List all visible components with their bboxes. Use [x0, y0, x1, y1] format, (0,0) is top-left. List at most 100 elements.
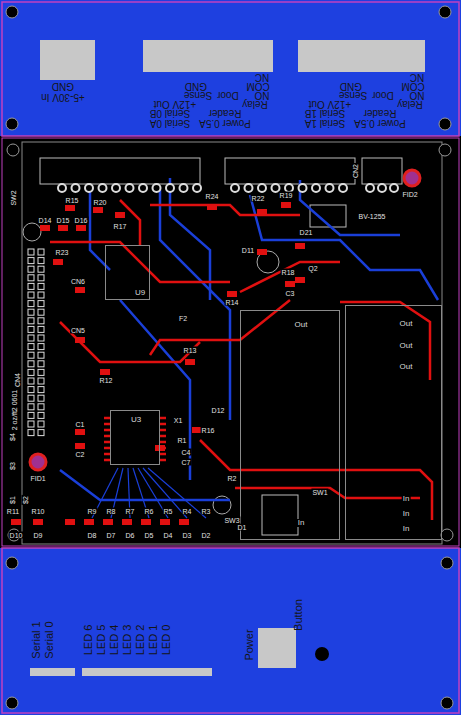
smd-pad [65, 205, 75, 211]
header-pin [38, 283, 44, 289]
header-pin [28, 404, 34, 410]
serial-window [30, 668, 75, 676]
smd-pad [103, 519, 113, 525]
panel-label: LED 2 [135, 624, 146, 657]
header-pin [28, 412, 34, 418]
trace [150, 205, 300, 215]
header-pin [28, 249, 34, 255]
through-hole-pad [245, 184, 253, 192]
pcb-edge [22, 142, 442, 544]
header-pin [28, 266, 34, 272]
silk-label: R7 [125, 508, 136, 515]
trace [250, 195, 438, 300]
through-hole-pad [139, 184, 147, 192]
smd-pad [257, 249, 267, 255]
silk-label: D14 [38, 217, 53, 224]
header-pin [28, 335, 34, 341]
silk-label: FID2 [401, 191, 418, 198]
bottom-panel [0, 548, 461, 715]
silk-label: R9 [87, 508, 98, 515]
silk-label: Out [399, 363, 414, 371]
silk-label: C7 [181, 459, 192, 466]
header-pin [38, 344, 44, 350]
board-outline [2, 138, 459, 546]
silk-label: FID1 [29, 475, 46, 482]
header-pin [38, 335, 44, 341]
ic-pin [160, 435, 166, 438]
silk-label: In [402, 510, 411, 518]
led-window [82, 668, 212, 676]
silk-label: R12 [99, 377, 114, 384]
through-hole-pad [312, 184, 320, 192]
panel-label: Door [371, 90, 395, 100]
silk-label: $4 [9, 432, 16, 442]
silk-label: R4 [182, 508, 193, 515]
silk-label: SW3 [223, 517, 240, 524]
silk-label: U9 [134, 289, 146, 297]
header-pin [28, 292, 34, 298]
panel-label: COM [245, 81, 270, 91]
header-pin [28, 318, 34, 324]
through-hole-pad [99, 184, 107, 192]
header-pin [38, 430, 44, 436]
corner-hole [441, 529, 453, 541]
silk-label: SW1 [311, 489, 328, 496]
silk-label: R15 [65, 197, 80, 204]
silk-label: U3 [130, 416, 142, 424]
smd-pad [122, 519, 132, 525]
silk-label: Out [399, 342, 414, 350]
smd-pad [75, 337, 85, 343]
silk-label: R19 [279, 192, 294, 199]
header-pin [28, 283, 34, 289]
header-pin [28, 309, 34, 315]
silk-label: R13 [183, 347, 198, 354]
corner-hole [7, 144, 19, 156]
ic-pin [160, 453, 166, 456]
header-pin [28, 421, 34, 427]
panel-label: COM [400, 81, 425, 91]
smd-pad [295, 243, 305, 249]
silk-label: D16 [74, 217, 89, 224]
switch-outline [262, 495, 298, 535]
header-pin [38, 352, 44, 358]
silk-label: C3 [285, 290, 296, 297]
ic-pin [160, 441, 166, 444]
silk-label: Q2 [307, 265, 318, 272]
smd-pad [76, 225, 86, 231]
silk-label: R22 [251, 195, 266, 202]
panel-label: LED 6 [83, 624, 94, 657]
through-hole-pad [193, 184, 201, 192]
silk-label: Out [399, 320, 414, 328]
smd-pad [160, 519, 170, 525]
silk-label: Out [294, 321, 309, 329]
smd-pad [141, 519, 151, 525]
through-hole-pad [231, 184, 239, 192]
trace [60, 470, 230, 500]
silk-label: D5 [144, 532, 155, 539]
panel-label: NO [254, 90, 271, 100]
panel-label: Serial 0 [44, 620, 55, 659]
panel-label: +12V Out [308, 99, 353, 109]
smd-pad [75, 287, 85, 293]
header-pin [38, 378, 44, 384]
panel-label: Power [244, 628, 255, 661]
silk-label: D11 [241, 247, 255, 254]
trace [160, 190, 230, 420]
through-hole-pad [112, 184, 120, 192]
smd-pad [155, 445, 165, 451]
through-hole-pad [366, 184, 374, 192]
silk-label: In [297, 519, 306, 527]
header-pin [38, 292, 44, 298]
silk-label: In [402, 525, 411, 533]
trace [150, 300, 290, 355]
header-pin [28, 369, 34, 375]
top-traces [50, 200, 432, 520]
smd-pad [285, 281, 295, 287]
silk-label: D6 [125, 532, 136, 539]
ic-pin [160, 459, 166, 462]
header-pin [28, 352, 34, 358]
panel-label: LED 4 [109, 624, 120, 657]
header-pin [28, 387, 34, 393]
fiducial [404, 170, 420, 186]
silk-label: R1 [177, 437, 188, 444]
